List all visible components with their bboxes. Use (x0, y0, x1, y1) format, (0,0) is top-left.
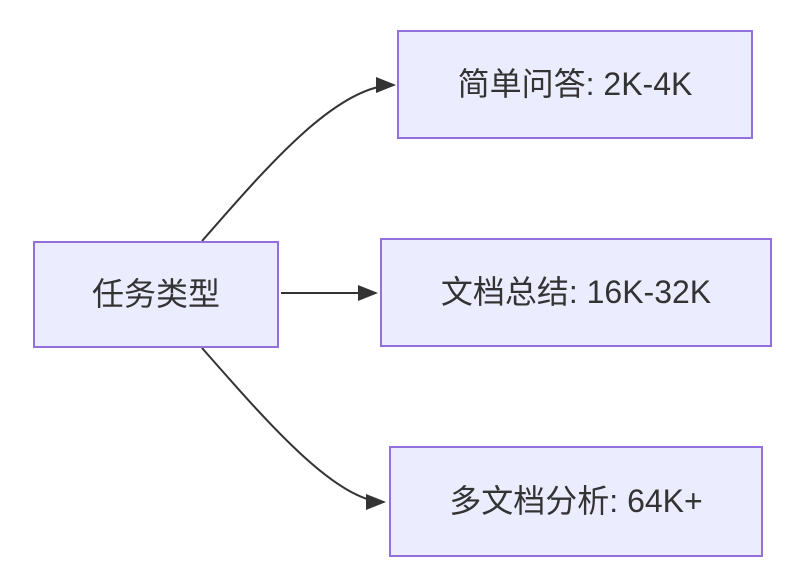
edge-task-type-to-simple-qa (201, 77, 396, 242)
node-doc-summary: 文档总结: 16K-32K (380, 238, 772, 347)
node-task-type-label: 任务类型 (91, 276, 220, 313)
node-simple-qa-label: 简单问答: 2K-4K (457, 66, 693, 103)
node-doc-summary-label: 文档总结: 16K-32K (440, 274, 712, 311)
node-simple-qa: 简单问答: 2K-4K (397, 30, 753, 139)
edge-task-type-to-multi-doc-analysis (201, 347, 386, 510)
node-multi-doc-analysis-label: 多文档分析: 64K+ (449, 483, 703, 520)
node-task-type: 任务类型 (33, 241, 279, 348)
node-multi-doc-analysis: 多文档分析: 64K+ (389, 446, 763, 557)
